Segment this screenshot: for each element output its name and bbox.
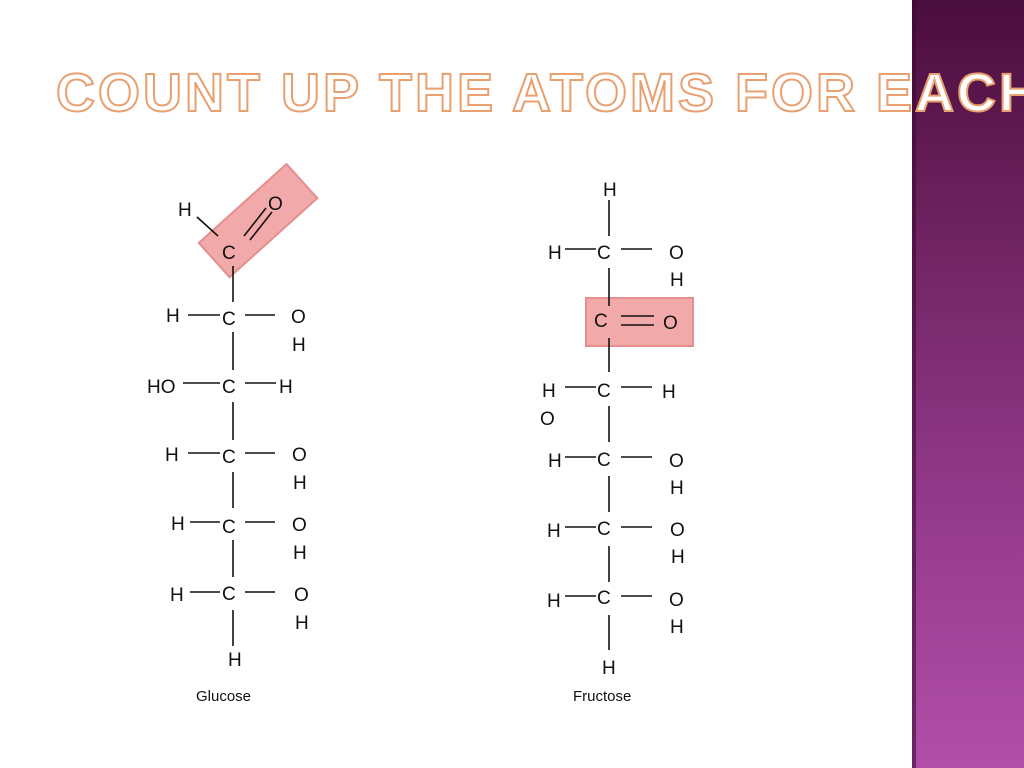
fructose-atoms: H H C O H C O H O C H H C O H H C O H H xyxy=(540,180,685,679)
fructose-r4-h: H xyxy=(548,451,562,472)
glucose-atoms: H O C H C O H HO C H H C O H H C O H H C xyxy=(147,194,309,671)
fructose-c5: C xyxy=(597,519,611,540)
glucose-c1: C xyxy=(222,243,236,264)
glucose-aldehyde-highlight xyxy=(197,162,319,279)
fructose-r1-o: O xyxy=(669,243,684,264)
glucose-r4-o: O xyxy=(292,445,307,466)
glucose-bonds xyxy=(183,207,276,646)
glucose-top-o: O xyxy=(268,194,283,215)
fructose-r3-h-right: H xyxy=(662,382,676,403)
fructose-r5-oh-h: H xyxy=(671,547,685,568)
glucose-top-h: H xyxy=(178,200,192,221)
fructose-r1-h: H xyxy=(548,243,562,264)
fructose-r3-h: H xyxy=(542,381,556,402)
glucose-r5-o: O xyxy=(292,515,307,536)
glucose-c5: C xyxy=(222,517,236,538)
glucose-r4-oh-h: H xyxy=(293,473,307,494)
fructose-bonds xyxy=(565,200,654,650)
fructose-bottom-h: H xyxy=(602,658,616,679)
glucose-c4: C xyxy=(222,447,236,468)
fructose-c4: C xyxy=(597,450,611,471)
glucose-c3: C xyxy=(222,377,236,398)
fructose-top-h: H xyxy=(603,180,617,201)
glucose-r2-h: H xyxy=(166,306,180,327)
slide-title: COUNT UP THE ATOMS FOR EACH xyxy=(55,62,1024,124)
glucose-r6-o: O xyxy=(294,585,309,606)
fructose-c1: C xyxy=(597,243,611,264)
glucose-c6: C xyxy=(222,584,236,605)
glucose-r4-h: H xyxy=(165,445,179,466)
fructose-ketone-highlight xyxy=(585,297,694,347)
sidebar-edge xyxy=(912,0,916,768)
fructose-c3: C xyxy=(597,381,611,402)
fructose-c6: C xyxy=(597,588,611,609)
decorative-sidebar xyxy=(912,0,1024,768)
glucose-r2-o: O xyxy=(291,307,306,328)
glucose-r6-h: H xyxy=(170,585,184,606)
glucose-r6-oh-h: H xyxy=(295,613,309,634)
fructose-r3-ho-o: O xyxy=(540,409,555,430)
glucose-r5-oh-h: H xyxy=(293,543,307,564)
fructose-r4-o: O xyxy=(669,451,684,472)
fructose-r5-o: O xyxy=(670,520,685,541)
glucose-r3-h: H xyxy=(279,377,293,398)
fructose-r5-h: H xyxy=(547,521,561,542)
glucose-structure: H O C H C O H HO C H H C O H H C O H H C xyxy=(147,162,319,705)
fructose-r6-oh-h: H xyxy=(670,617,684,638)
fructose-caption: Fructose xyxy=(573,688,631,705)
fructose-r4-oh-h: H xyxy=(670,478,684,499)
glucose-c2: C xyxy=(222,309,236,330)
fructose-c2: C xyxy=(594,311,608,332)
glucose-caption: Glucose xyxy=(196,688,251,705)
fructose-r2-o: O xyxy=(663,313,678,334)
glucose-r5-h: H xyxy=(171,514,185,535)
fructose-r6-h: H xyxy=(547,591,561,612)
glucose-bottom-h: H xyxy=(228,650,242,671)
fructose-r1-oh-h: H xyxy=(670,270,684,291)
fructose-structure: H H C O H C O H O C H H C O H H C O H H xyxy=(540,180,694,705)
fructose-r6-o: O xyxy=(669,590,684,611)
glucose-r3-ho: HO xyxy=(147,377,176,398)
molecule-diagrams: H O C H C O H HO C H H C O H H C O H H C xyxy=(147,162,694,705)
glucose-r2-oh-h: H xyxy=(292,335,306,356)
